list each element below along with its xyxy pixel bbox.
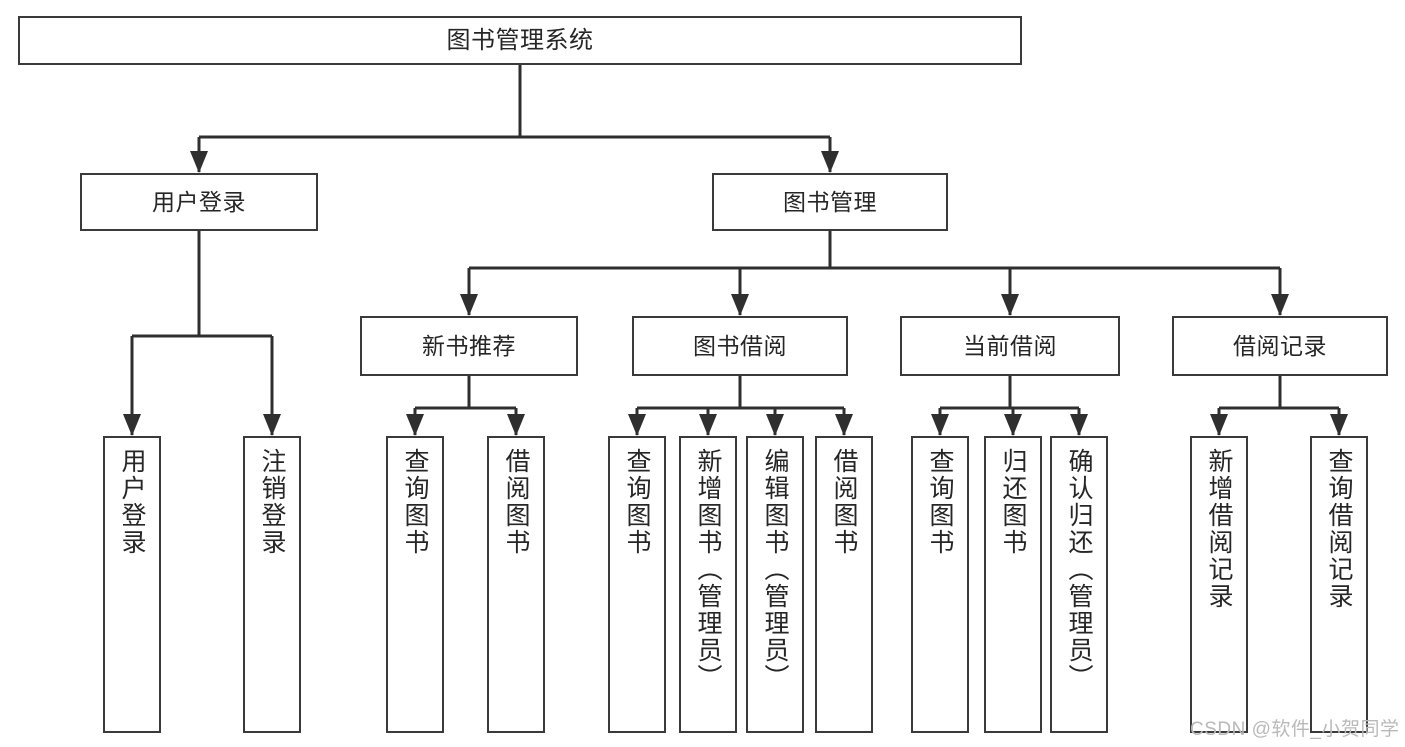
- arrow-head-icon: [507, 414, 525, 436]
- arrow-head-icon: [821, 151, 839, 173]
- node-borrow-record[interactable]: 借阅记录: [1172, 316, 1388, 376]
- arrow-head-icon: [1001, 294, 1019, 316]
- node-leaf-query-record[interactable]: 查询借阅记录: [1310, 436, 1368, 733]
- node-label: 用户登录: [152, 188, 246, 215]
- arrow-head-icon: [1070, 414, 1088, 436]
- node-root-图书管理系统[interactable]: 图书管理系统: [18, 16, 1022, 65]
- node-leaf-query-book-borrow[interactable]: 查询图书: [608, 436, 666, 733]
- node-label: 查询借阅记录: [1325, 448, 1353, 610]
- node-user-login[interactable]: 用户登录: [80, 173, 318, 231]
- arrow-head-icon: [628, 414, 646, 436]
- arrow-head-icon: [766, 414, 784, 436]
- arrow-head-icon: [460, 294, 478, 316]
- node-leaf-user-login[interactable]: 用户登录: [103, 436, 161, 733]
- watermark-text: CSDN @软件_小贺同学: [1190, 719, 1400, 740]
- node-leaf-add-book[interactable]: 新增图书（管理员）: [679, 436, 737, 733]
- node-label: 查询图书: [926, 448, 954, 556]
- arrow-head-icon: [406, 414, 424, 436]
- node-label: 注销登录: [258, 448, 286, 556]
- node-label: 借阅图书: [830, 448, 858, 556]
- node-label: 确认归还（管理员）: [1065, 448, 1093, 691]
- arrow-head-icon: [1004, 414, 1022, 436]
- node-book-manage[interactable]: 图书管理: [712, 173, 948, 231]
- node-label: 编辑图书（管理员）: [761, 448, 789, 691]
- node-label: 借阅图书: [502, 448, 530, 556]
- arrow-head-icon: [931, 414, 949, 436]
- node-leaf-query-book-rec[interactable]: 查询图书: [386, 436, 444, 733]
- node-label: 查询图书: [401, 448, 429, 556]
- node-leaf-confirm-return[interactable]: 确认归还（管理员）: [1050, 436, 1108, 733]
- node-leaf-borrow-book-rec[interactable]: 借阅图书: [487, 436, 545, 733]
- node-label: 当前借阅: [963, 332, 1057, 359]
- arrow-head-icon: [190, 151, 208, 173]
- node-book-borrow[interactable]: 图书借阅: [632, 316, 848, 376]
- node-label: 用户登录: [118, 448, 146, 556]
- node-current-borrow[interactable]: 当前借阅: [900, 316, 1120, 376]
- node-leaf-return-book[interactable]: 归还图书: [984, 436, 1042, 733]
- arrow-head-icon: [1271, 294, 1289, 316]
- node-label: 图书借阅: [693, 332, 787, 359]
- arrow-head-icon: [1330, 414, 1348, 436]
- node-leaf-user-logout[interactable]: 注销登录: [243, 436, 301, 733]
- node-label: 图书管理: [783, 188, 877, 215]
- node-leaf-add-record[interactable]: 新增借阅记录: [1190, 436, 1248, 733]
- node-label: 图书管理系统: [446, 26, 594, 54]
- arrow-head-icon: [835, 414, 853, 436]
- arrow-head-icon: [263, 414, 281, 436]
- arrow-head-icon: [123, 414, 141, 436]
- node-label: 新书推荐: [422, 332, 516, 359]
- node-leaf-query-book-current[interactable]: 查询图书: [911, 436, 969, 733]
- arrow-head-icon: [731, 294, 749, 316]
- node-leaf-edit-book[interactable]: 编辑图书（管理员）: [746, 436, 804, 733]
- node-new-book-rec[interactable]: 新书推荐: [360, 316, 578, 376]
- node-label: 查询图书: [623, 448, 651, 556]
- node-label: 借阅记录: [1233, 332, 1327, 359]
- node-leaf-borrow-book[interactable]: 借阅图书: [815, 436, 873, 733]
- node-label: 新增图书（管理员）: [694, 448, 722, 691]
- node-label: 归还图书: [999, 448, 1027, 556]
- arrow-head-icon: [699, 414, 717, 436]
- arrow-head-icon: [1210, 414, 1228, 436]
- node-label: 新增借阅记录: [1205, 448, 1233, 610]
